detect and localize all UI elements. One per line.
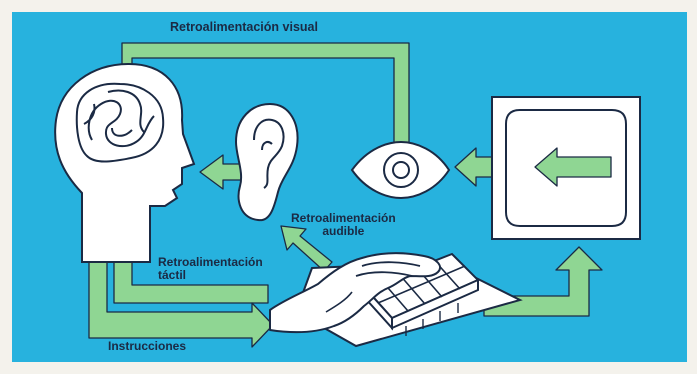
instructions-label: Instrucciones [108,339,187,353]
head-icon [54,62,196,263]
visual-feedback-label: Retroalimentación visual [170,20,318,34]
screen-inner-arrow [534,147,612,187]
tactile-feedback-label: Retroalimentación táctil [158,256,263,282]
tactile-feedback-label-line2: táctil [158,268,187,282]
hand-icon [269,252,442,334]
audible-feedback-arrow [280,225,333,272]
audible-feedback-label: Retroalimentación audible [291,212,396,238]
eye-icon [350,140,451,200]
ear-icon [234,102,299,222]
audible-feedback-label-line1: Retroalimentación [291,211,396,225]
tactile-feedback-label-line1: Retroalimentación [158,255,263,269]
audible-feedback-label-line2: audible [322,224,365,238]
